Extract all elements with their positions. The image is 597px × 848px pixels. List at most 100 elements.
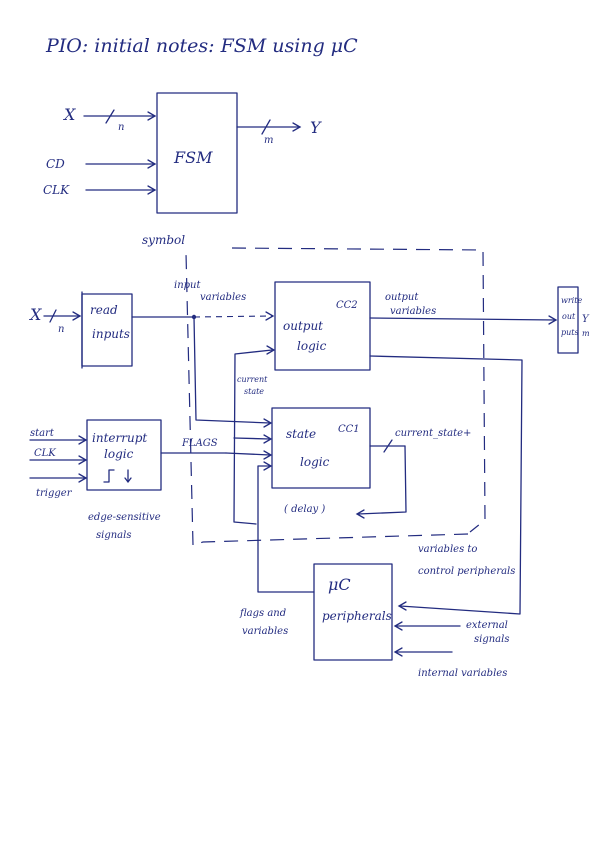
input-vars-arrowhead	[265, 311, 275, 321]
signal-start: start	[30, 428, 55, 439]
uc-peripherals-label-line1: μC	[328, 575, 351, 594]
symbol-output-y: Y	[310, 118, 322, 137]
input-vars-state-arrowhead	[263, 418, 273, 428]
symbol-y-bus-width: m	[264, 135, 273, 146]
output-variables-line2: variables	[390, 306, 436, 317]
symbol-x-bus-slash	[105, 109, 115, 124]
main-x-arrowhead	[72, 311, 82, 321]
current-state-label-line2: state	[244, 387, 264, 396]
state-logic-tag: CC1	[338, 424, 360, 435]
state-logic-label-line2: logic	[300, 455, 330, 469]
flags-and-variables-line1: flags and	[239, 608, 286, 619]
delay-feedback-line	[357, 445, 407, 515]
peripheral-links: variables to control peripherals flags a…	[239, 355, 523, 637]
symbol-x-arrowhead	[147, 111, 157, 121]
interrupt-logic-block	[86, 419, 162, 491]
main-input-x: X	[28, 305, 42, 324]
signal-clk: CLK	[34, 448, 56, 459]
rising-edge-icon	[103, 469, 115, 483]
falling-edge-arrow-icon	[124, 477, 132, 483]
next-state-slash	[383, 439, 393, 453]
external-signals-arrowhead	[393, 621, 403, 631]
trigger-arrowhead	[78, 473, 88, 483]
external-signals-line2: signals	[474, 634, 509, 645]
internal-variables-label: internal variables	[418, 668, 507, 679]
uc-peripherals-block	[313, 563, 393, 661]
external-signals-line1: external	[466, 620, 508, 631]
fsm-symbol: FSM X n CD CLK m Y symbol	[43, 92, 322, 247]
signal-trigger: trigger	[36, 488, 73, 499]
read-inputs-label-line1: read	[90, 303, 118, 317]
input-variables-line1: input	[174, 280, 201, 291]
flags-label: FLAGS	[181, 438, 218, 449]
state-logic: state logic CC1 current_state+ ( delay )	[271, 407, 471, 519]
output-logic-label-line2: logic	[297, 339, 327, 353]
symbol-caption: symbol	[142, 233, 185, 247]
symbol-input-cd: CD	[46, 157, 65, 171]
current-state-to-state	[233, 437, 271, 440]
main-output-bus-width: m	[582, 329, 590, 338]
flags-and-variables-arrowhead	[263, 461, 273, 471]
vars-to-peripherals-line	[369, 355, 523, 615]
symbol-y-arrowhead	[292, 122, 302, 132]
flags-and-variables-line2: variables	[242, 626, 288, 637]
main-x-bus-width: n	[58, 324, 64, 335]
edge-sensitive-line2: signals	[96, 530, 131, 541]
output-logic-tag: CC2	[336, 300, 358, 311]
delay-label: ( delay )	[284, 504, 325, 515]
vars-to-peripherals-line2: control peripherals	[418, 566, 515, 577]
flags-arrowhead	[263, 450, 273, 460]
boundary-bottom	[192, 533, 469, 546]
fsm-boundary	[185, 247, 486, 546]
read-inputs-label-line2: inputs	[92, 327, 130, 341]
start-arrowhead	[78, 435, 88, 445]
boundary-right	[231, 247, 486, 533]
current-state-loop: current state	[233, 345, 276, 525]
interrupt-logic: start CLK trigger interrupt logic edge-s…	[29, 419, 162, 541]
write-outputs-label-line1: write	[561, 296, 582, 305]
vars-to-peripherals-line1: variables to	[418, 544, 477, 555]
write-outputs-label-line2: out	[562, 312, 576, 321]
input-vars-to-state	[193, 316, 271, 424]
output-logic-block	[274, 281, 371, 371]
write-outputs-label-line3: puts	[561, 328, 579, 337]
boundary-left	[185, 252, 194, 546]
symbol-clk-arrowhead	[147, 185, 157, 195]
symbol-input-x: X	[62, 105, 76, 124]
output-variables: output variables	[369, 292, 558, 325]
page-title: PIO: initial notes: FSM using μC	[45, 35, 358, 57]
input-variables: input variables	[131, 280, 275, 428]
output-logic: output logic CC2	[274, 281, 371, 371]
fsm-symbol-block	[156, 92, 238, 214]
current-state-out-arrowhead	[266, 345, 276, 355]
interrupt-logic-label-line1: interrupt	[92, 431, 147, 445]
state-logic-block	[271, 407, 371, 489]
current-state-next-label: current_state+	[395, 428, 471, 439]
output-variables-line1: output	[385, 292, 419, 303]
output-logic-label-line1: output	[283, 319, 323, 333]
fsm-symbol-label: FSM	[173, 148, 213, 167]
output-vars-arrowhead	[548, 315, 558, 325]
vars-to-peripherals-arrowhead	[397, 601, 407, 611]
symbol-x-bus-width: n	[118, 122, 124, 133]
internal-variables-arrowhead	[393, 647, 403, 657]
interrupt-logic-label-line2: logic	[104, 447, 134, 461]
uc-peripherals: μC peripherals external signals internal…	[313, 563, 509, 679]
input-vars-dashed-line	[193, 315, 273, 318]
write-outputs-block	[557, 286, 579, 354]
symbol-input-clk: CLK	[43, 183, 70, 197]
clk-arrowhead	[78, 455, 88, 465]
input-variables-line2: variables	[200, 292, 246, 303]
write-outputs: write out puts Y m	[557, 286, 590, 354]
symbol-y-bus-slash	[261, 119, 271, 135]
main-output-y: Y	[582, 314, 590, 325]
uc-peripherals-label-line2: peripherals	[322, 609, 392, 623]
delay-feedback-arrowhead	[355, 509, 365, 519]
current-state-state-arrowhead	[263, 434, 273, 444]
current-state-label-line1: current	[237, 375, 268, 384]
edge-sensitive-line1: edge-sensitive	[88, 512, 161, 523]
flags-to-state	[225, 452, 271, 456]
flags-signal: FLAGS	[160, 438, 273, 460]
